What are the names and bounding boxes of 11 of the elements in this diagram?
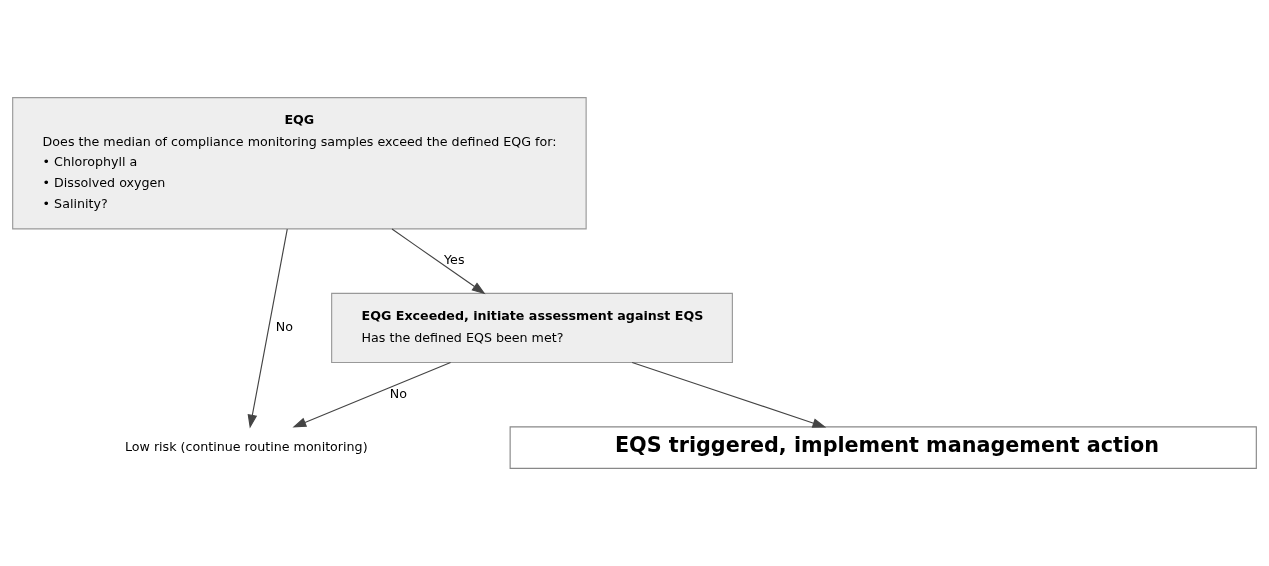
edge-label: No [275, 319, 294, 335]
arrow [247, 228, 288, 429]
arrow [292, 362, 452, 428]
edge-label: Yes [444, 252, 465, 268]
node-box: EQG Does the median of compliance monitoring samples exceed the defined EQG for: • Chlorophyll a • Dissolved oxygen • Salinity? [12, 97, 587, 230]
node-box: EQS triggered, implement management action [509, 426, 1257, 469]
node-text: Low risk (continue routine monitoring) [124, 438, 368, 454]
node-box: EQG Exceeded, initiate assessment against EQS Has the defined EQS been met? [331, 292, 733, 364]
arrow [631, 362, 827, 428]
arrow [391, 228, 486, 295]
edge-label: No [389, 385, 408, 401]
